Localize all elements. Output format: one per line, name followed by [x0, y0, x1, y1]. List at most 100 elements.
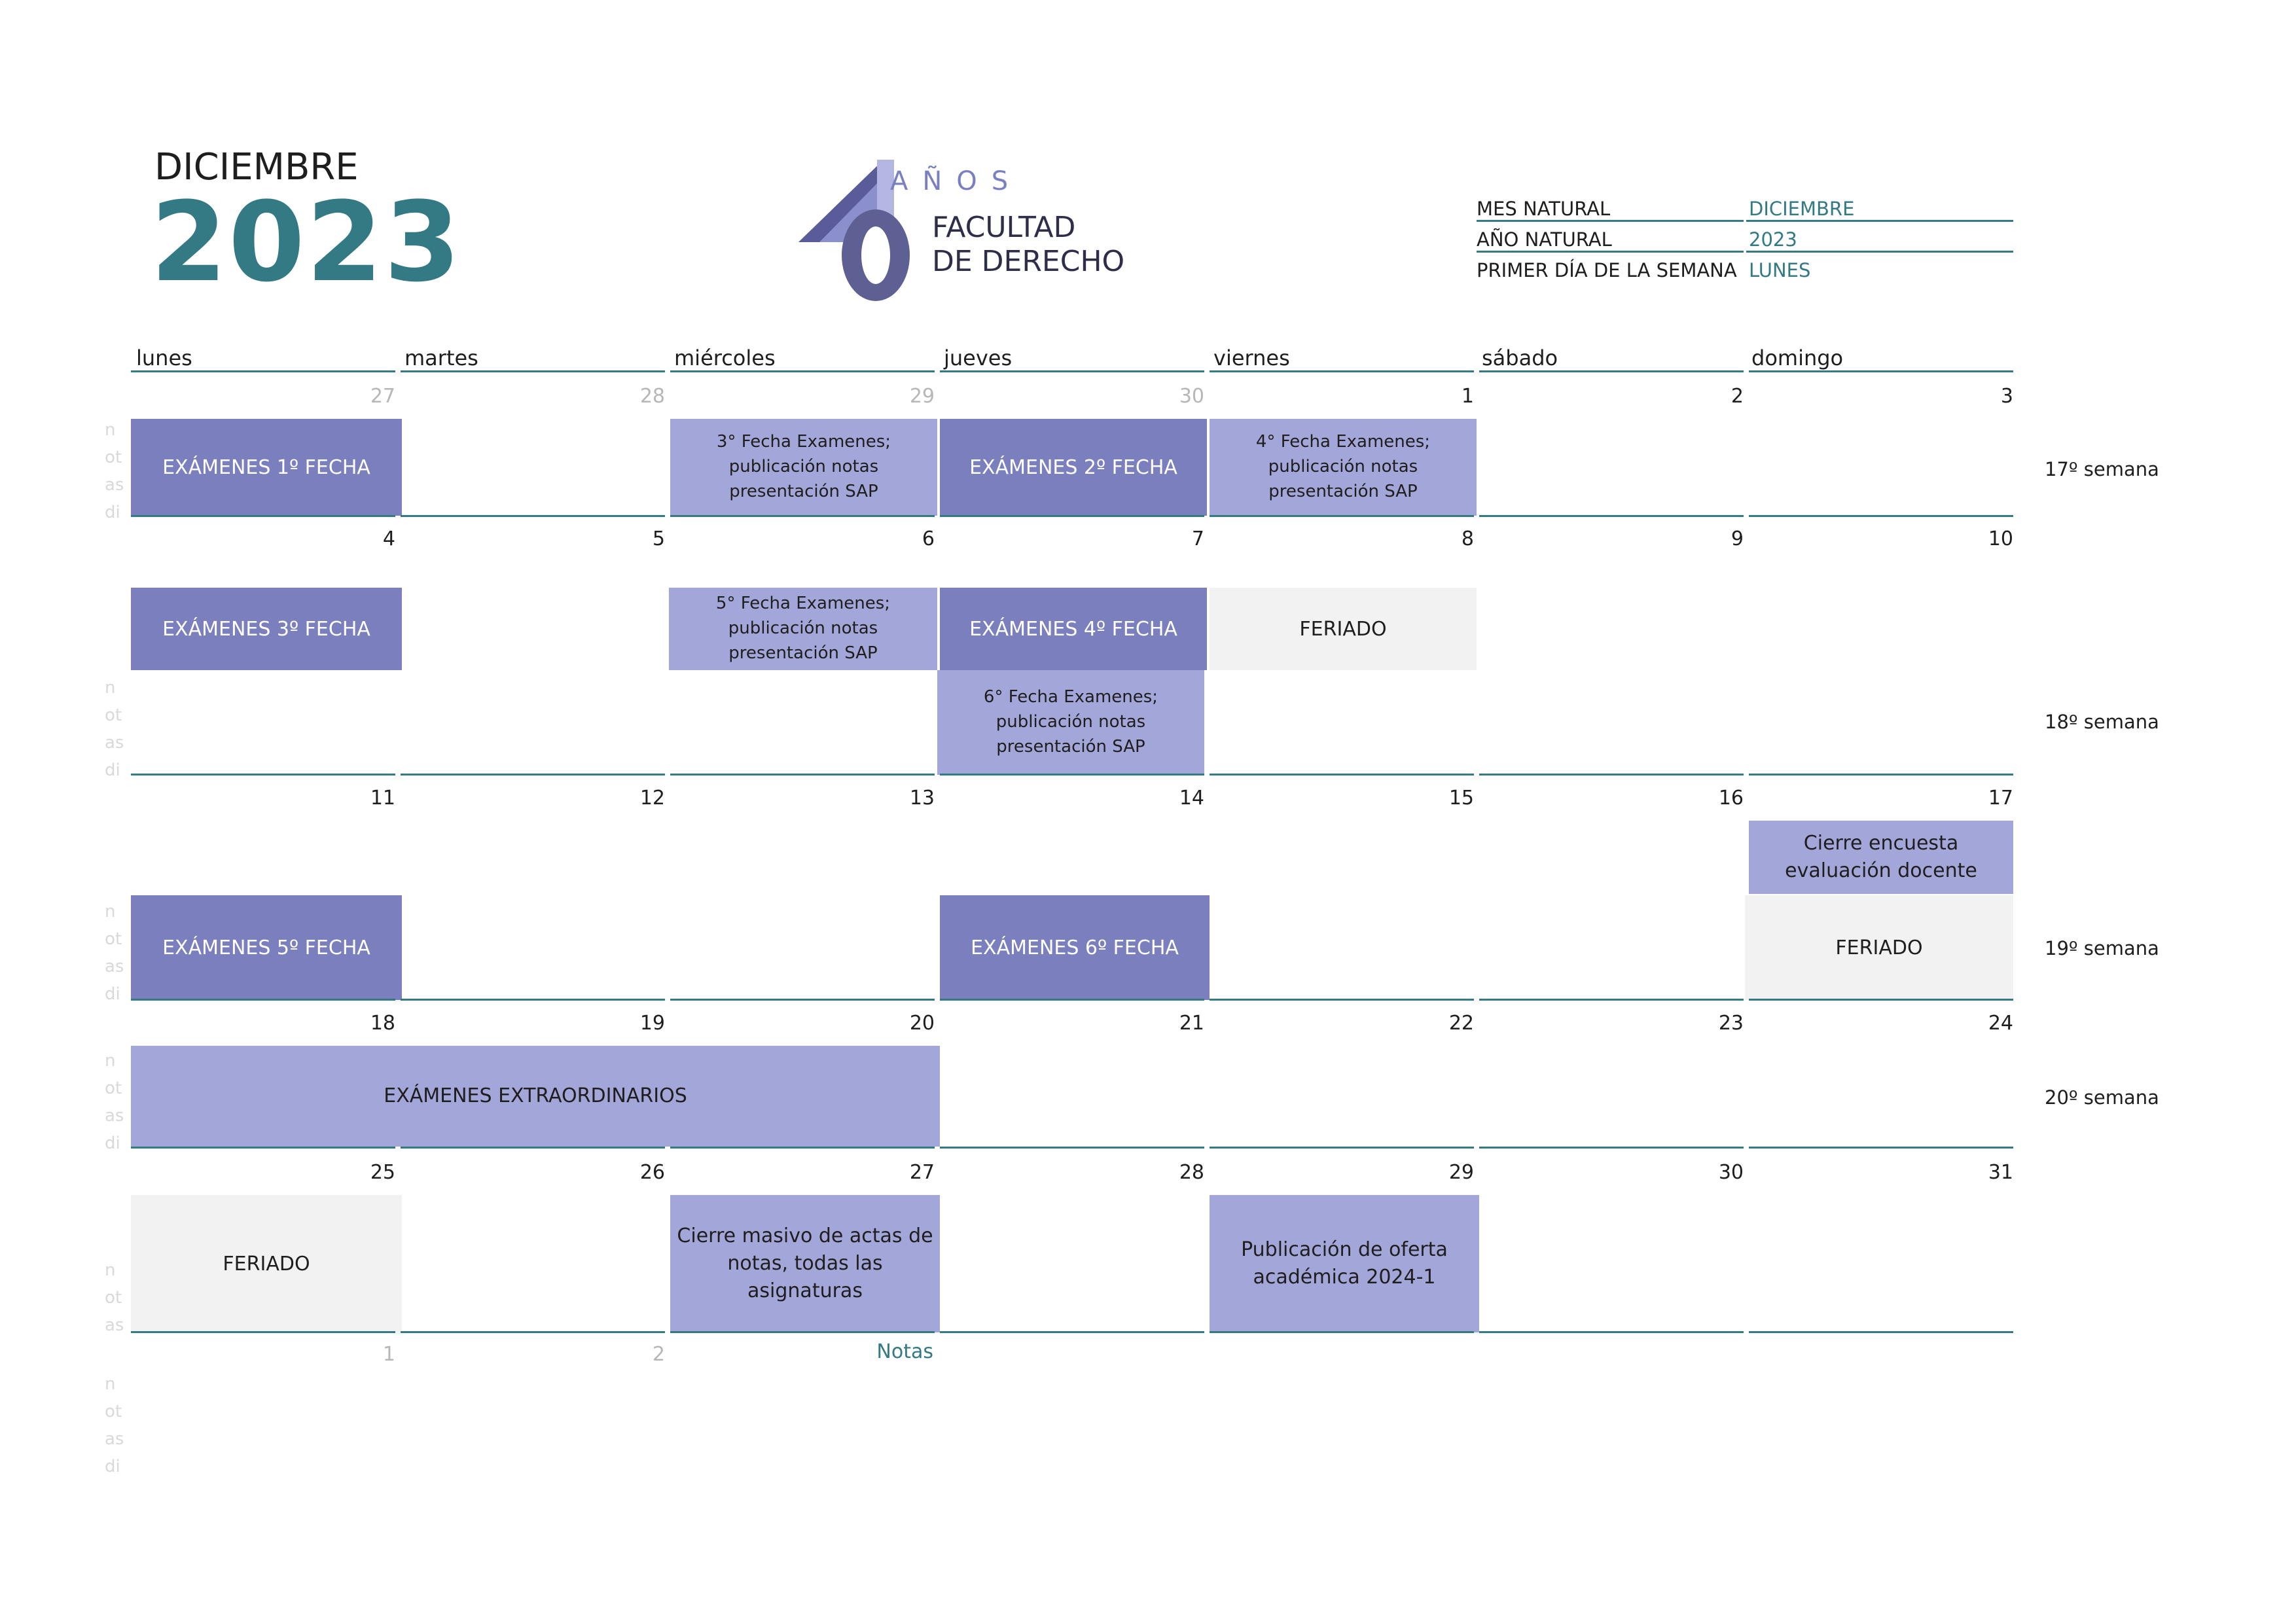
- row-divider: [1479, 1331, 1744, 1333]
- event-academic-offer[interactable]: Publicación de oferta académica 2024-1: [1210, 1195, 1479, 1332]
- event-exam-3-sap[interactable]: 3° Fecha Examenes; publicación notas pre…: [670, 419, 937, 516]
- weekday-underline: [131, 370, 395, 372]
- notes-label: Notas: [876, 1340, 933, 1363]
- row-divider: [1210, 1331, 1474, 1333]
- event-holiday[interactable]: FERIADO: [131, 1195, 402, 1332]
- day-number: 28: [1179, 1161, 1204, 1184]
- weekday-underline: [940, 370, 1204, 372]
- day-number: 8: [1461, 527, 1474, 550]
- row-divider: [1479, 999, 1744, 1001]
- info-divider: [1746, 251, 2013, 253]
- weekday-underline: [1749, 370, 2013, 372]
- info-key: PRIMER DÍA DE LA SEMANA: [1477, 259, 1737, 281]
- event-holiday[interactable]: FERIADO: [1210, 588, 1477, 670]
- day-number: 16: [1718, 787, 1744, 810]
- info-value: DICIEMBRE: [1749, 198, 1855, 220]
- row-divider: [1749, 1147, 2013, 1149]
- event-holiday[interactable]: FERIADO: [1745, 895, 2013, 1000]
- month-title: DICIEMBRE: [154, 146, 359, 188]
- weekday-friday: viernes: [1213, 346, 1290, 370]
- day-number: 13: [909, 787, 935, 810]
- week-number-label: 18º semana: [2045, 711, 2159, 733]
- weekday-monday: lunes: [136, 346, 192, 370]
- row-divider: [401, 1331, 665, 1333]
- event-exam-4[interactable]: EXÁMENES 4º FECHA: [940, 588, 1207, 670]
- event-grades-close[interactable]: Cierre masivo de actas de notas, todas l…: [670, 1195, 940, 1332]
- week-number-label: 19º semana: [2045, 937, 2159, 959]
- day-number: 5: [652, 527, 665, 550]
- event-exam-1[interactable]: EXÁMENES 1º FECHA: [131, 419, 402, 516]
- day-number: 27: [909, 1161, 935, 1184]
- row-divider: [1479, 1147, 1744, 1149]
- day-number: 28: [639, 385, 665, 408]
- day-number: 10: [1988, 527, 2013, 550]
- logo-anos-text: AÑOS: [890, 166, 1023, 196]
- event-exam-3[interactable]: EXÁMENES 3º FECHA: [131, 588, 402, 670]
- weekday-saturday: sábado: [1482, 346, 1558, 370]
- event-survey-close[interactable]: Cierre encuesta evaluación docente: [1749, 821, 2013, 894]
- info-divider: [1477, 220, 1744, 222]
- day-number: 29: [909, 385, 935, 408]
- row-divider: [1479, 515, 1744, 517]
- day-number: 17: [1988, 787, 2013, 810]
- row-divider: [940, 774, 1204, 776]
- row-divider: [401, 515, 665, 517]
- row-divider: [940, 515, 1204, 517]
- day-number: 3: [2000, 385, 2013, 408]
- day-number: 25: [370, 1161, 395, 1184]
- weekday-underline: [401, 370, 665, 372]
- day-number: 2: [1731, 385, 1744, 408]
- row-divider: [940, 1331, 1204, 1333]
- week-number-label: 20º semana: [2045, 1086, 2159, 1109]
- row-divider: [670, 774, 935, 776]
- row-divider: [401, 999, 665, 1001]
- info-divider: [1746, 220, 2013, 222]
- row-divider: [1479, 774, 1744, 776]
- logo-four-shadow: [798, 160, 884, 242]
- day-number: 2: [652, 1343, 665, 1366]
- day-number: 6: [922, 527, 935, 550]
- row-divider: [940, 1147, 1204, 1149]
- row-divider: [1749, 1331, 2013, 1333]
- event-extraordinary-exams[interactable]: EXÁMENES EXTRAORDINARIOS: [131, 1046, 940, 1147]
- event-exam-5[interactable]: EXÁMENES 5º FECHA: [131, 895, 402, 1000]
- day-number: 7: [1191, 527, 1204, 550]
- info-value: LUNES: [1749, 259, 1811, 281]
- weekday-thursday: jueves: [944, 346, 1013, 370]
- row-divider: [1749, 515, 2013, 517]
- faculty-logo: [798, 160, 910, 301]
- row-divider: [401, 1147, 665, 1149]
- row-divider: [1210, 515, 1474, 517]
- info-row-month: MES NATURAL DICIEMBRE: [1477, 194, 2013, 224]
- day-number: 4: [382, 527, 395, 550]
- row-divider: [670, 1331, 935, 1333]
- info-divider: [1477, 251, 1744, 253]
- event-exam-6[interactable]: EXÁMENES 6º FECHA: [940, 895, 1210, 1000]
- day-number: 26: [639, 1161, 665, 1184]
- day-number: 19: [639, 1012, 665, 1035]
- row-divider: [1749, 999, 2013, 1001]
- info-row-year: AÑO NATURAL 2023: [1477, 224, 2013, 255]
- logo-faculty-text: FACULTAD: [932, 211, 1076, 244]
- event-exam-6-sap[interactable]: 6° Fecha Examenes; publicación notas pre…: [937, 670, 1204, 775]
- event-exam-5-sap[interactable]: 5° Fecha Examenes; publicación notas pre…: [669, 588, 937, 670]
- row-divider: [1210, 774, 1474, 776]
- day-number: 30: [1718, 1161, 1744, 1184]
- day-number: 24: [1988, 1012, 2013, 1035]
- weekday-underline: [670, 370, 935, 372]
- day-number: 15: [1448, 787, 1474, 810]
- event-exam-2[interactable]: EXÁMENES 2º FECHA: [940, 419, 1207, 516]
- weekday-underline: [1210, 370, 1474, 372]
- event-exam-4-sap[interactable]: 4° Fecha Examenes; publicación notas pre…: [1210, 419, 1477, 516]
- row-divider: [940, 999, 1204, 1001]
- day-number: 18: [370, 1012, 395, 1035]
- info-value: 2023: [1749, 228, 1797, 251]
- row-divider: [670, 515, 935, 517]
- logo-law-text: DE DERECHO: [932, 245, 1125, 278]
